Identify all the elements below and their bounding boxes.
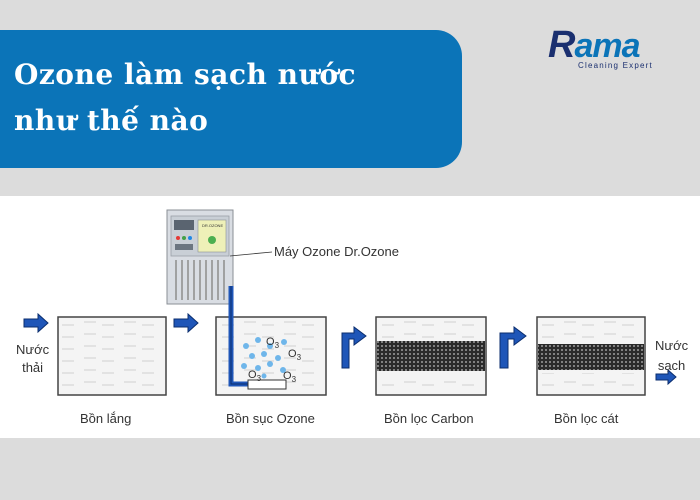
diagram-graphics: DR.OZONE [23, 209, 677, 396]
page-title: Ozone làm sạch nước như thế nào [14, 52, 454, 144]
tank-label-sand: Bồn lọc cát [554, 411, 619, 426]
title-line-1: Ozone làm sạch nước [14, 58, 357, 91]
diffuser [247, 379, 287, 390]
inlet-label: Nước thải [16, 342, 50, 375]
flow-elbow-arrow-icon [499, 326, 527, 369]
ozone-symbol: O3 [266, 336, 280, 351]
inlet-arrow-icon [23, 312, 49, 334]
flow-arrow-icon [173, 312, 199, 334]
machine-brand: DR.OZONE [202, 223, 223, 228]
logo-wordmark: Rama [548, 24, 641, 66]
title-banner: Ozone làm sạch nước như thế nào [0, 30, 462, 168]
title-line-2: như thế nào [14, 104, 209, 137]
flow-elbow-arrow-icon [341, 326, 367, 369]
machine-label: Máy Ozone Dr.Ozone [274, 244, 399, 259]
tank-label-ozone: Bồn sục Ozone [226, 411, 315, 426]
logo-tagline: Cleaning Expert [578, 61, 653, 70]
tank-label-settling: Bồn lắng [80, 411, 132, 426]
ozone-symbol: O3 [248, 369, 262, 384]
ozone-bubbles [241, 337, 287, 379]
water-treatment-diagram: DR.OZONE O3 O3 O3 O3 Máy Ozone Dr.Ozone … [0, 196, 700, 438]
tank-label-carbon: Bồn lọc Carbon [384, 411, 474, 426]
ozone-machine [166, 209, 273, 305]
outlet-label: Nước sạch [655, 338, 689, 373]
ozone-symbol: O3 [288, 348, 302, 363]
rama-logo: Rama Cleaning Expert [548, 24, 672, 72]
sand-filter-layer [538, 344, 644, 370]
outlet-arrow-icon [655, 368, 677, 386]
ozone-symbol: O3 [283, 370, 297, 385]
carbon-filter-layer [377, 341, 485, 371]
